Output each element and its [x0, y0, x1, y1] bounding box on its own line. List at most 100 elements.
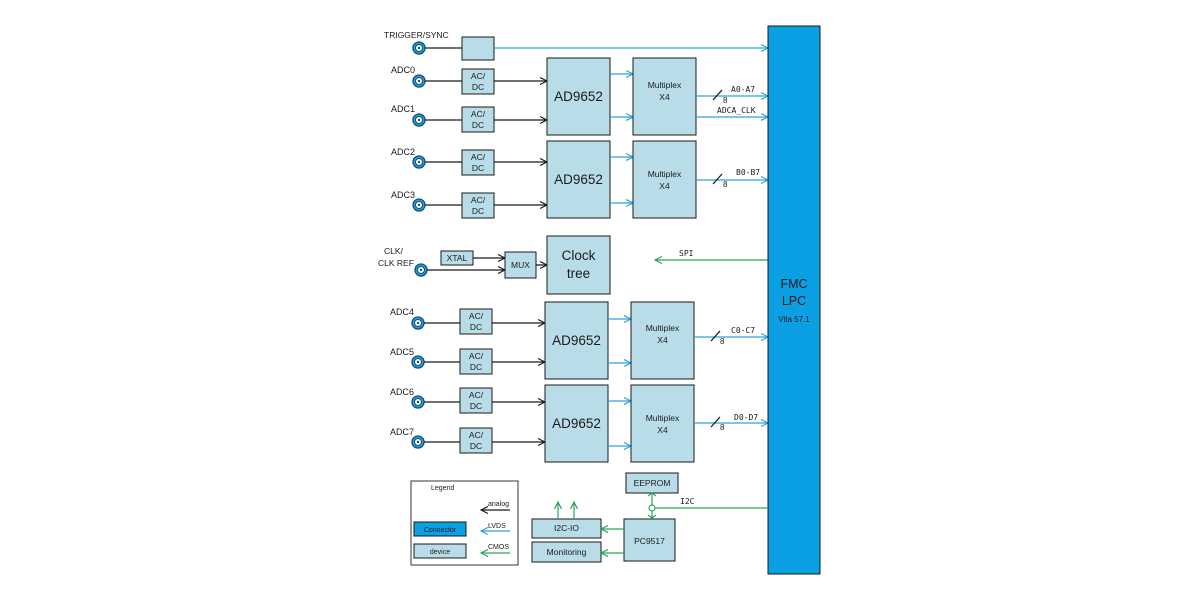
ad9652-label: AD9652 [554, 172, 603, 187]
multiplex-x4-label: X4 [659, 181, 670, 191]
bus-width-label: 8 [723, 96, 728, 105]
clk-coax-icon [414, 263, 428, 277]
i2c-io-label: I2C-IO [554, 523, 579, 533]
legend-connector-swatch [413, 521, 467, 537]
adc5-label: ADC5 [390, 347, 414, 357]
acdc-label-line1: AC/ [469, 430, 484, 440]
multiplex-label: Multiplex [646, 413, 680, 423]
multiplex-label: Multiplex [648, 80, 682, 90]
pc9517-block: PC9517 [623, 518, 676, 562]
bus-slash-mark [712, 89, 723, 101]
bus-width-label: 8 [723, 180, 728, 189]
acdc-label-line2: DC [470, 401, 482, 411]
bus-b-label: B0-B7 [736, 168, 760, 177]
monitoring-block: Monitoring [531, 541, 602, 563]
legend-cmos-label: CMOS [488, 544, 509, 551]
adca-clk-label: ADCA_CLK [717, 106, 756, 115]
acdc-block-adc3: AC/ DC [461, 192, 495, 219]
acdc-label-line2: DC [470, 322, 482, 332]
legend-device-label: device [430, 549, 450, 556]
ad9652-chip-3: AD9652 [544, 301, 609, 380]
ad9652-chip-4: AD9652 [544, 384, 609, 463]
acdc-block-adc4: AC/ DC [459, 308, 493, 335]
ad9652-chip-1: AD9652 [546, 57, 611, 136]
adc0-coax-icon [412, 74, 426, 88]
i2c-io-block: I2C-IO [531, 518, 602, 539]
legend-device-swatch [413, 543, 467, 559]
acdc-label-line2: DC [470, 441, 482, 451]
adc6-label: ADC6 [390, 387, 414, 397]
fmc-lpc-connector: FMC LPC Vita 57.1 [767, 25, 821, 575]
adc5-coax-icon [411, 355, 425, 369]
adc6-coax-icon [411, 395, 425, 409]
mux-label: MUX [511, 260, 530, 270]
acdc-block-adc5: AC/ DC [459, 348, 493, 375]
bus-slash-mark [710, 416, 721, 428]
bus-width-label: 8 [720, 337, 725, 346]
acdc-label-line1: AC/ [469, 390, 484, 400]
legend-analog-label: analog [488, 501, 509, 508]
lpc-label: LPC [782, 294, 806, 308]
multiplex-block-2: Multiplex X4 [632, 140, 697, 219]
acdc-label-line1: AC/ [471, 152, 486, 162]
multiplex-label: Multiplex [646, 323, 680, 333]
clock-tree-block: Clock tree [546, 235, 611, 295]
multiplex-x4-label: X4 [657, 335, 668, 345]
fmc-label: FMC [780, 277, 807, 291]
pc9517-label: PC9517 [634, 536, 665, 546]
acdc-label-line1: AC/ [469, 351, 484, 361]
legend: Legend analog LVDS CMOS Connector device [410, 480, 519, 566]
acdc-label-line2: DC [470, 362, 482, 372]
bus-d-label: D0-D7 [734, 413, 758, 422]
trigger-coax-icon [412, 41, 426, 55]
multiplex-x4-label: X4 [657, 425, 668, 435]
vita-label: Vita 57.1 [778, 315, 810, 324]
acdc-label-line2: DC [472, 163, 484, 173]
bus-width-label: 8 [720, 423, 725, 432]
adc4-label: ADC4 [390, 307, 414, 317]
arrow-down-icon [647, 514, 657, 519]
clock-tree-label-line1: Clock [562, 248, 596, 263]
multiplex-label: Multiplex [648, 169, 682, 179]
adc1-label: ADC1 [391, 104, 415, 114]
trigger-sync-label: TRIGGER/SYNC [384, 30, 449, 40]
multiplex-block-4: Multiplex X4 [630, 384, 695, 463]
spi-label: SPI [679, 249, 694, 258]
ad9652-label: AD9652 [554, 89, 603, 104]
xtal-block: XTAL [440, 250, 474, 266]
bus-slash-mark [710, 330, 721, 342]
i2c-junction-icon [648, 504, 656, 512]
acdc-block-adc7: AC/ DC [459, 427, 493, 454]
acdc-label-line1: AC/ [471, 71, 486, 81]
acdc-block-adc6: AC/ DC [459, 387, 493, 414]
acdc-label-line1: AC/ [469, 311, 484, 321]
bus-c-label: C0-C7 [731, 326, 755, 335]
eeprom-label: EEPROM [634, 478, 671, 488]
clk-label-line1: CLK/ [384, 246, 404, 256]
acdc-block-adc1: AC/ DC [461, 106, 495, 133]
adc3-label: ADC3 [391, 190, 415, 200]
ad9652-chip-2: AD9652 [546, 140, 611, 219]
adc7-label: ADC7 [390, 427, 414, 437]
bus-a-label: A0-A7 [731, 85, 755, 94]
acdc-label-line2: DC [472, 120, 484, 130]
acdc-label-line1: AC/ [471, 195, 486, 205]
adc1-coax-icon [412, 113, 426, 127]
ad9652-label: AD9652 [552, 333, 601, 348]
acdc-block-adc0: AC/ DC [461, 68, 495, 95]
xtal-label: XTAL [447, 253, 468, 263]
monitoring-label: Monitoring [547, 547, 587, 557]
multiplex-block-1: Multiplex X4 [632, 57, 697, 136]
trigger-buffer-box [461, 36, 495, 61]
adc2-coax-icon [412, 155, 426, 169]
acdc-block-adc2: AC/ DC [461, 149, 495, 176]
mux-block: MUX [504, 251, 537, 279]
arrow-up-icon [647, 492, 657, 497]
ad9652-label: AD9652 [552, 416, 601, 431]
acdc-label-line2: DC [472, 82, 484, 92]
multiplex-block-3: Multiplex X4 [630, 301, 695, 380]
clock-tree-label-line2: tree [567, 266, 590, 281]
clk-label-line2: CLK REF [378, 258, 414, 268]
adc4-coax-icon [411, 316, 425, 330]
